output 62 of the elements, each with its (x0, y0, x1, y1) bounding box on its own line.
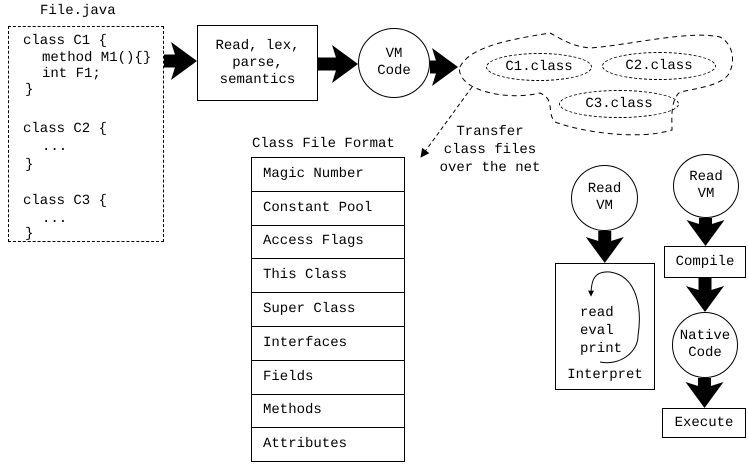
node-label: read eval print (580, 304, 624, 358)
node-label: Fields (263, 368, 314, 386)
arrow (686, 378, 724, 408)
table-row (251, 190, 405, 226)
node-label: C1.class (505, 58, 573, 76)
process-box (555, 263, 655, 390)
file-name-label: File.java (40, 3, 116, 20)
table-row (251, 427, 405, 462)
process-circle (571, 165, 638, 231)
node-label: C2.class (625, 58, 693, 74)
arrow (164, 42, 197, 80)
process-box (662, 408, 746, 438)
table-row (251, 360, 405, 395)
process-box (664, 246, 746, 278)
node-label: Methods (263, 402, 322, 420)
node-label: Native Code (678, 328, 732, 362)
code-line: class C3 { (23, 193, 108, 210)
process-box (197, 25, 318, 101)
arrow (420, 86, 472, 158)
table-title: Class File Format (252, 136, 395, 153)
class-file-ellipse (602, 52, 716, 80)
node-label: Access Flags (263, 233, 364, 250)
table-row (251, 224, 405, 260)
node-label: Magic Number (263, 166, 364, 183)
code-line: class C1 { (23, 33, 108, 50)
process-circle (673, 154, 739, 218)
node-label: Read VM (688, 169, 724, 203)
arrow (430, 48, 458, 86)
code-line: class C2 { (23, 121, 108, 138)
table-row (251, 394, 405, 428)
node-label: Read, lex, parse, semantics (214, 38, 300, 88)
arrow (686, 278, 724, 312)
class-file-ellipse (486, 53, 592, 81)
edge-label: Transfer class files over the net (438, 123, 542, 177)
node-label: Constant Pool (263, 200, 372, 217)
code-line: method M1(){} (42, 50, 152, 66)
node-label: C3.class (585, 96, 653, 112)
code-line: } (25, 82, 34, 99)
code-line: int F1; (42, 66, 101, 83)
node-label: Interpret (566, 367, 644, 384)
table-row (251, 157, 405, 192)
arrow (586, 231, 624, 263)
node-label: This Class (263, 267, 348, 284)
table-row (251, 258, 405, 294)
table-row (251, 292, 405, 327)
node-label: Attributes (263, 436, 348, 454)
code-line: } (25, 226, 34, 243)
node-label: VM Code (376, 46, 412, 80)
arrow (318, 45, 358, 83)
process-circle (672, 312, 738, 378)
node-label: Super Class (263, 301, 356, 318)
node-label: Read VM (586, 181, 622, 215)
node-label: Interfaces (263, 334, 348, 352)
code-line: ... (42, 211, 68, 228)
table-row (251, 326, 405, 361)
arrow (686, 218, 724, 246)
code-line: } (25, 157, 34, 174)
process-circle (358, 28, 430, 98)
node-label: Compile (676, 254, 734, 270)
class-file-ellipse (559, 90, 679, 118)
node-label: Execute (674, 414, 734, 432)
code-line: ... (42, 139, 68, 156)
